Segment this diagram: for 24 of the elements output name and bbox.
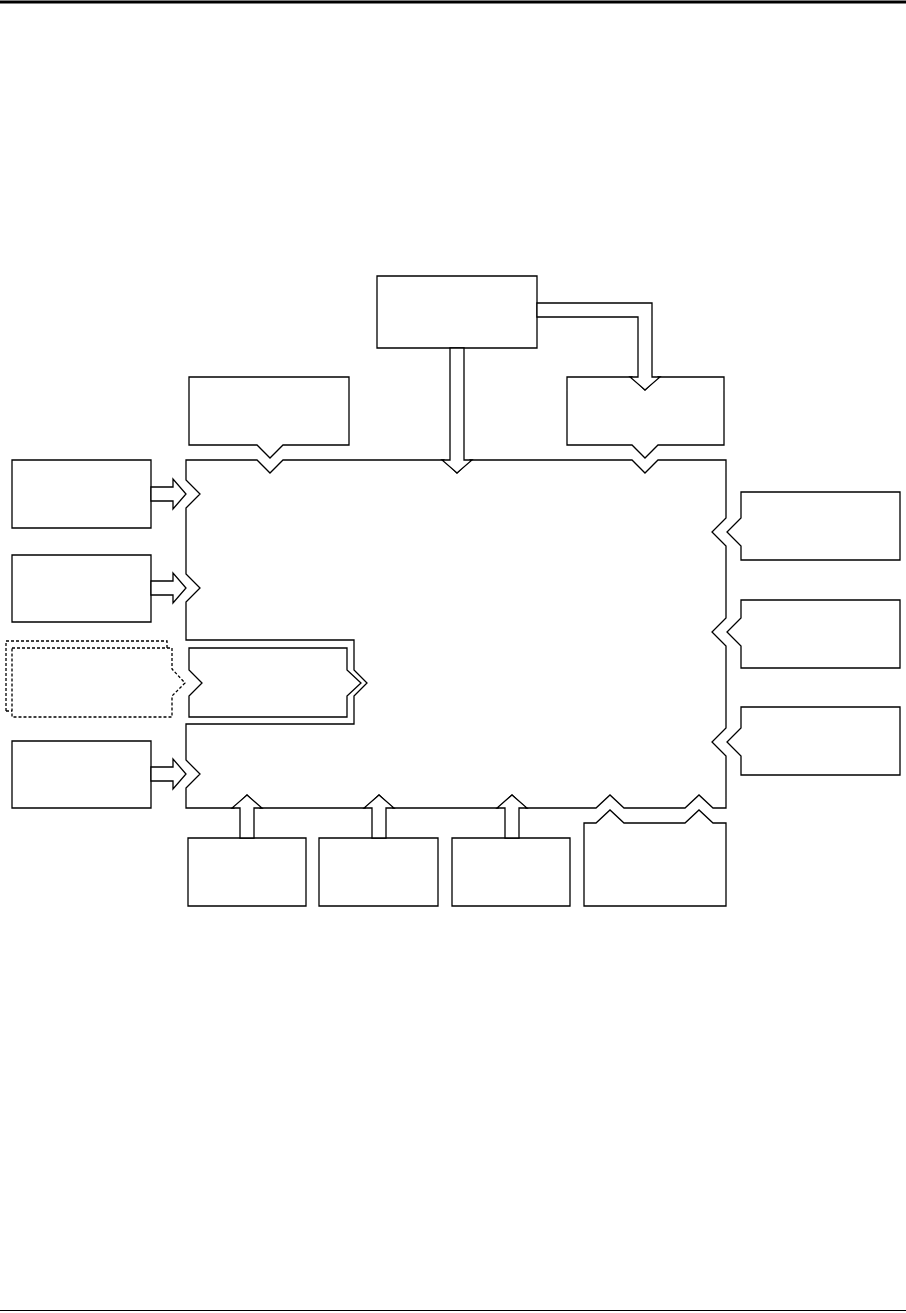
process-box: [188, 838, 306, 906]
process-box: [12, 555, 151, 622]
block-arrow: [440, 347, 474, 474]
process-box: [189, 648, 361, 717]
process-box: [727, 707, 900, 775]
process-box: [12, 460, 151, 528]
block-arrow: [495, 794, 529, 839]
process-box: [727, 600, 900, 668]
block-arrow: [150, 477, 187, 511]
process-box: [319, 838, 438, 906]
dashed-box: [6, 641, 185, 717]
process-box: [584, 810, 726, 906]
process-box: [727, 492, 900, 560]
block-arrow: [536, 302, 662, 391]
process-box: [186, 460, 726, 808]
block-arrow: [150, 571, 187, 605]
process-box: [452, 838, 570, 906]
process-box: [12, 741, 151, 808]
block-arrow: [150, 757, 187, 791]
process-box: [189, 377, 349, 458]
block-arrow: [230, 794, 264, 839]
block-arrow: [362, 794, 396, 839]
process-box: [377, 276, 537, 348]
process-box: [567, 377, 724, 458]
